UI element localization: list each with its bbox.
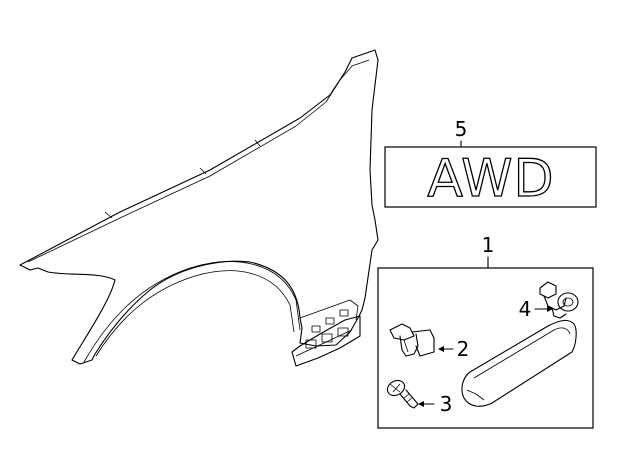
fender-bracket	[291, 299, 361, 367]
awd-emblem: AWD	[427, 149, 554, 209]
badge-box	[384, 146, 597, 208]
kit-box	[377, 267, 594, 429]
retainer-clip	[539, 281, 579, 319]
push-clip	[389, 323, 435, 357]
callout-4: 4	[519, 297, 532, 321]
moulding-kit-group: 1 2 3	[377, 233, 594, 429]
callout-2-arrow	[438, 346, 444, 352]
badge-group: 5 AWD	[384, 117, 597, 210]
callout-5: 5	[455, 117, 468, 141]
fender-panel	[19, 49, 379, 367]
callout-3: 3	[440, 392, 453, 416]
callout-4-arrow	[547, 306, 553, 312]
wheel-opening-moulding	[461, 319, 577, 407]
callout-2: 2	[457, 337, 470, 361]
screw	[386, 379, 419, 409]
callout-1: 1	[482, 233, 495, 257]
callout-3-arrow	[418, 401, 424, 407]
